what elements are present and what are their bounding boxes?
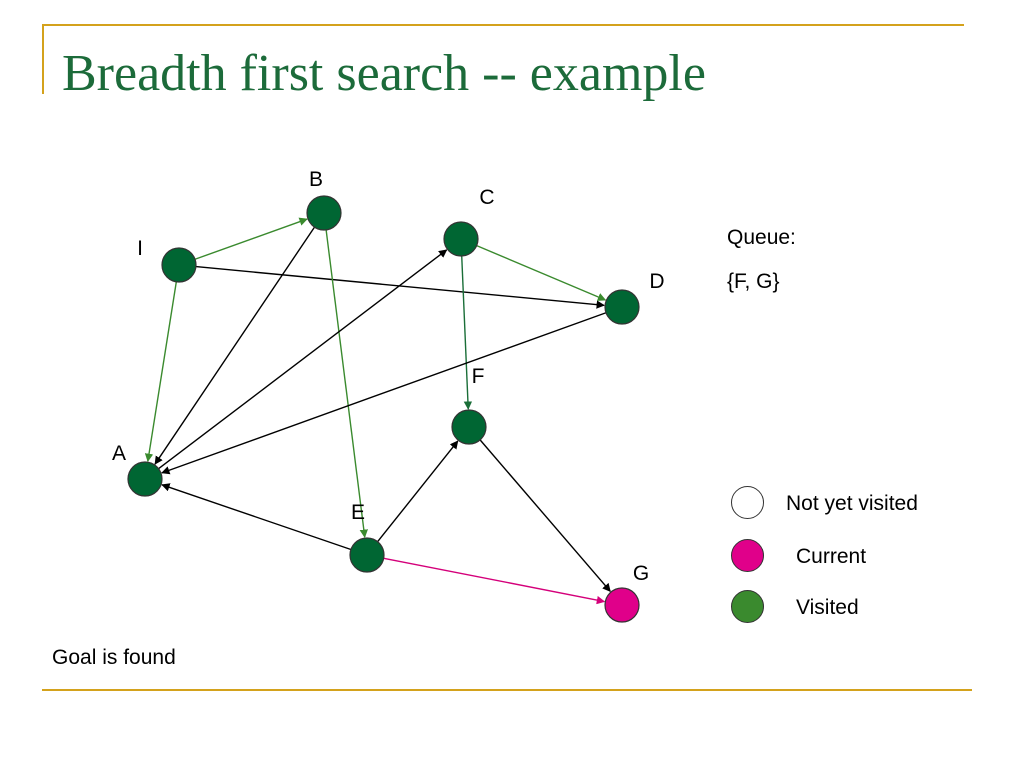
edge-b-a [154, 226, 316, 465]
edge-d-a [161, 312, 607, 475]
frame-bottom-rule [42, 689, 972, 691]
node-c [443, 221, 479, 257]
edge-e-g [383, 557, 606, 605]
node-label-b: B [309, 168, 323, 191]
frame-left-rule [42, 24, 44, 94]
node-g [604, 587, 640, 623]
legend-unvisited-swatch [731, 486, 764, 519]
edge-e-f [377, 440, 459, 543]
status-text: Goal is found [52, 646, 176, 669]
edge-e-a [161, 483, 352, 551]
edge-c-d [476, 244, 607, 301]
node-a [127, 461, 163, 497]
legend-unvisited-label: Not yet visited [786, 492, 918, 515]
edge-a-c [158, 249, 448, 470]
node-e [349, 537, 385, 573]
node-label-c: C [479, 186, 494, 209]
frame-top-rule [42, 24, 964, 26]
node-f [451, 409, 487, 445]
node-d [604, 289, 640, 325]
edge-b-e [325, 229, 368, 538]
slide-title: Breadth first search -- example [62, 45, 706, 102]
edge-c-f [461, 255, 473, 410]
legend-current-label: Current [796, 545, 867, 568]
legend-visited-swatch [731, 590, 764, 623]
node-label-f: F [472, 365, 485, 388]
node-b [306, 195, 342, 231]
node-label-d: D [649, 270, 664, 293]
node-label-g: G [633, 562, 649, 585]
legend-visited-label: Visited [796, 596, 859, 619]
queue-label: Queue: [727, 226, 796, 249]
node-i [161, 247, 197, 283]
node-label-a: A [112, 442, 126, 465]
node-label-i: I [137, 237, 143, 260]
legend-current-swatch [731, 539, 764, 572]
edge-i-a [144, 281, 178, 463]
node-label-e: E [351, 501, 365, 524]
edge-i-b [194, 217, 308, 260]
edge-f-g [479, 439, 611, 592]
queue-value: {F, G} [727, 270, 780, 293]
